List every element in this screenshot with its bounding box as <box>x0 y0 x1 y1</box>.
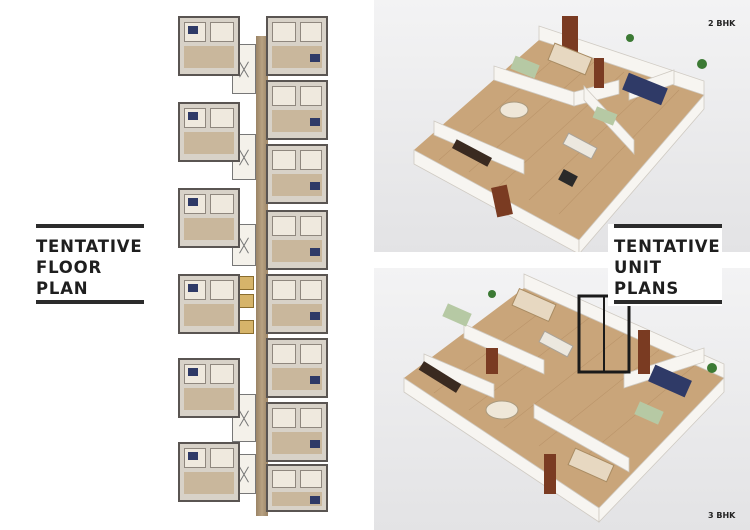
apartment-unit <box>266 464 328 512</box>
heading-rule-top <box>36 224 144 228</box>
apartment-unit <box>178 102 240 162</box>
kitchen-counter <box>451 139 493 167</box>
plant <box>626 34 634 42</box>
apartment-unit <box>178 358 240 418</box>
central-corridor <box>256 36 268 516</box>
apartment-unit <box>266 338 328 398</box>
sofa <box>562 132 598 160</box>
apartment-unit <box>266 144 328 204</box>
heading-rule-bottom <box>614 300 722 304</box>
apartment-unit <box>266 402 328 462</box>
wood-wardrobe <box>562 16 578 52</box>
wood-door <box>486 348 498 374</box>
bed <box>648 364 692 398</box>
unit-plans-heading-line: PLANS <box>614 279 680 298</box>
dining-table <box>485 400 519 420</box>
floor-plan-heading: TENTATIVE FLOOR PLAN <box>36 236 142 299</box>
coffee-table <box>558 168 578 188</box>
bed <box>547 42 593 76</box>
floor-plan-heading-line: FLOOR <box>36 258 102 277</box>
dining-table <box>499 101 529 119</box>
bed <box>511 287 557 323</box>
apartment-unit <box>178 442 240 502</box>
unit-plans-heading-line: UNIT <box>614 258 662 277</box>
heading-rule-bottom <box>36 300 144 304</box>
tower-floor-plan <box>176 14 331 516</box>
apartment-unit <box>266 274 328 334</box>
wood-wardrobe <box>594 58 604 88</box>
unit-plans-heading-block: TENTATIVE UNIT PLANS <box>608 224 722 306</box>
wood-door <box>491 184 513 218</box>
balcony-planter <box>592 106 618 126</box>
balcony-planter <box>634 401 664 425</box>
wood-wardrobe <box>544 454 556 494</box>
plant <box>707 363 717 373</box>
apartment-unit <box>178 16 240 76</box>
bed <box>567 447 615 483</box>
balcony-planter <box>510 55 540 79</box>
sofa <box>538 330 574 358</box>
apartment-unit <box>266 16 328 76</box>
kitchen-counter <box>418 361 462 393</box>
apartment-unit <box>266 80 328 140</box>
balcony-planter <box>442 303 472 327</box>
isometric-3bhk-render <box>403 273 725 523</box>
unit-type-tag: 3 BHK <box>708 511 736 520</box>
apartment-unit <box>178 274 240 334</box>
unit-plans-heading: TENTATIVE UNIT PLANS <box>614 236 720 299</box>
plant <box>488 290 496 298</box>
heading-rule-top <box>614 224 722 228</box>
unit-plan-3bhk-panel: 3 BHK <box>374 268 750 530</box>
floor-plan-heading-line: TENTATIVE <box>36 237 143 256</box>
bed <box>622 72 668 106</box>
unit-plan-2bhk-panel: 2 BHK <box>374 0 750 252</box>
unit-type-tag: 2 BHK <box>708 19 736 28</box>
unit-plans-heading-line: TENTATIVE <box>614 237 721 256</box>
apartment-unit <box>178 188 240 248</box>
plant <box>697 59 707 69</box>
wood-wardrobe <box>638 330 650 374</box>
isometric-2bhk-render <box>413 16 707 252</box>
apartment-unit <box>266 210 328 270</box>
floor-plan-heading-line: PLAN <box>36 279 89 298</box>
